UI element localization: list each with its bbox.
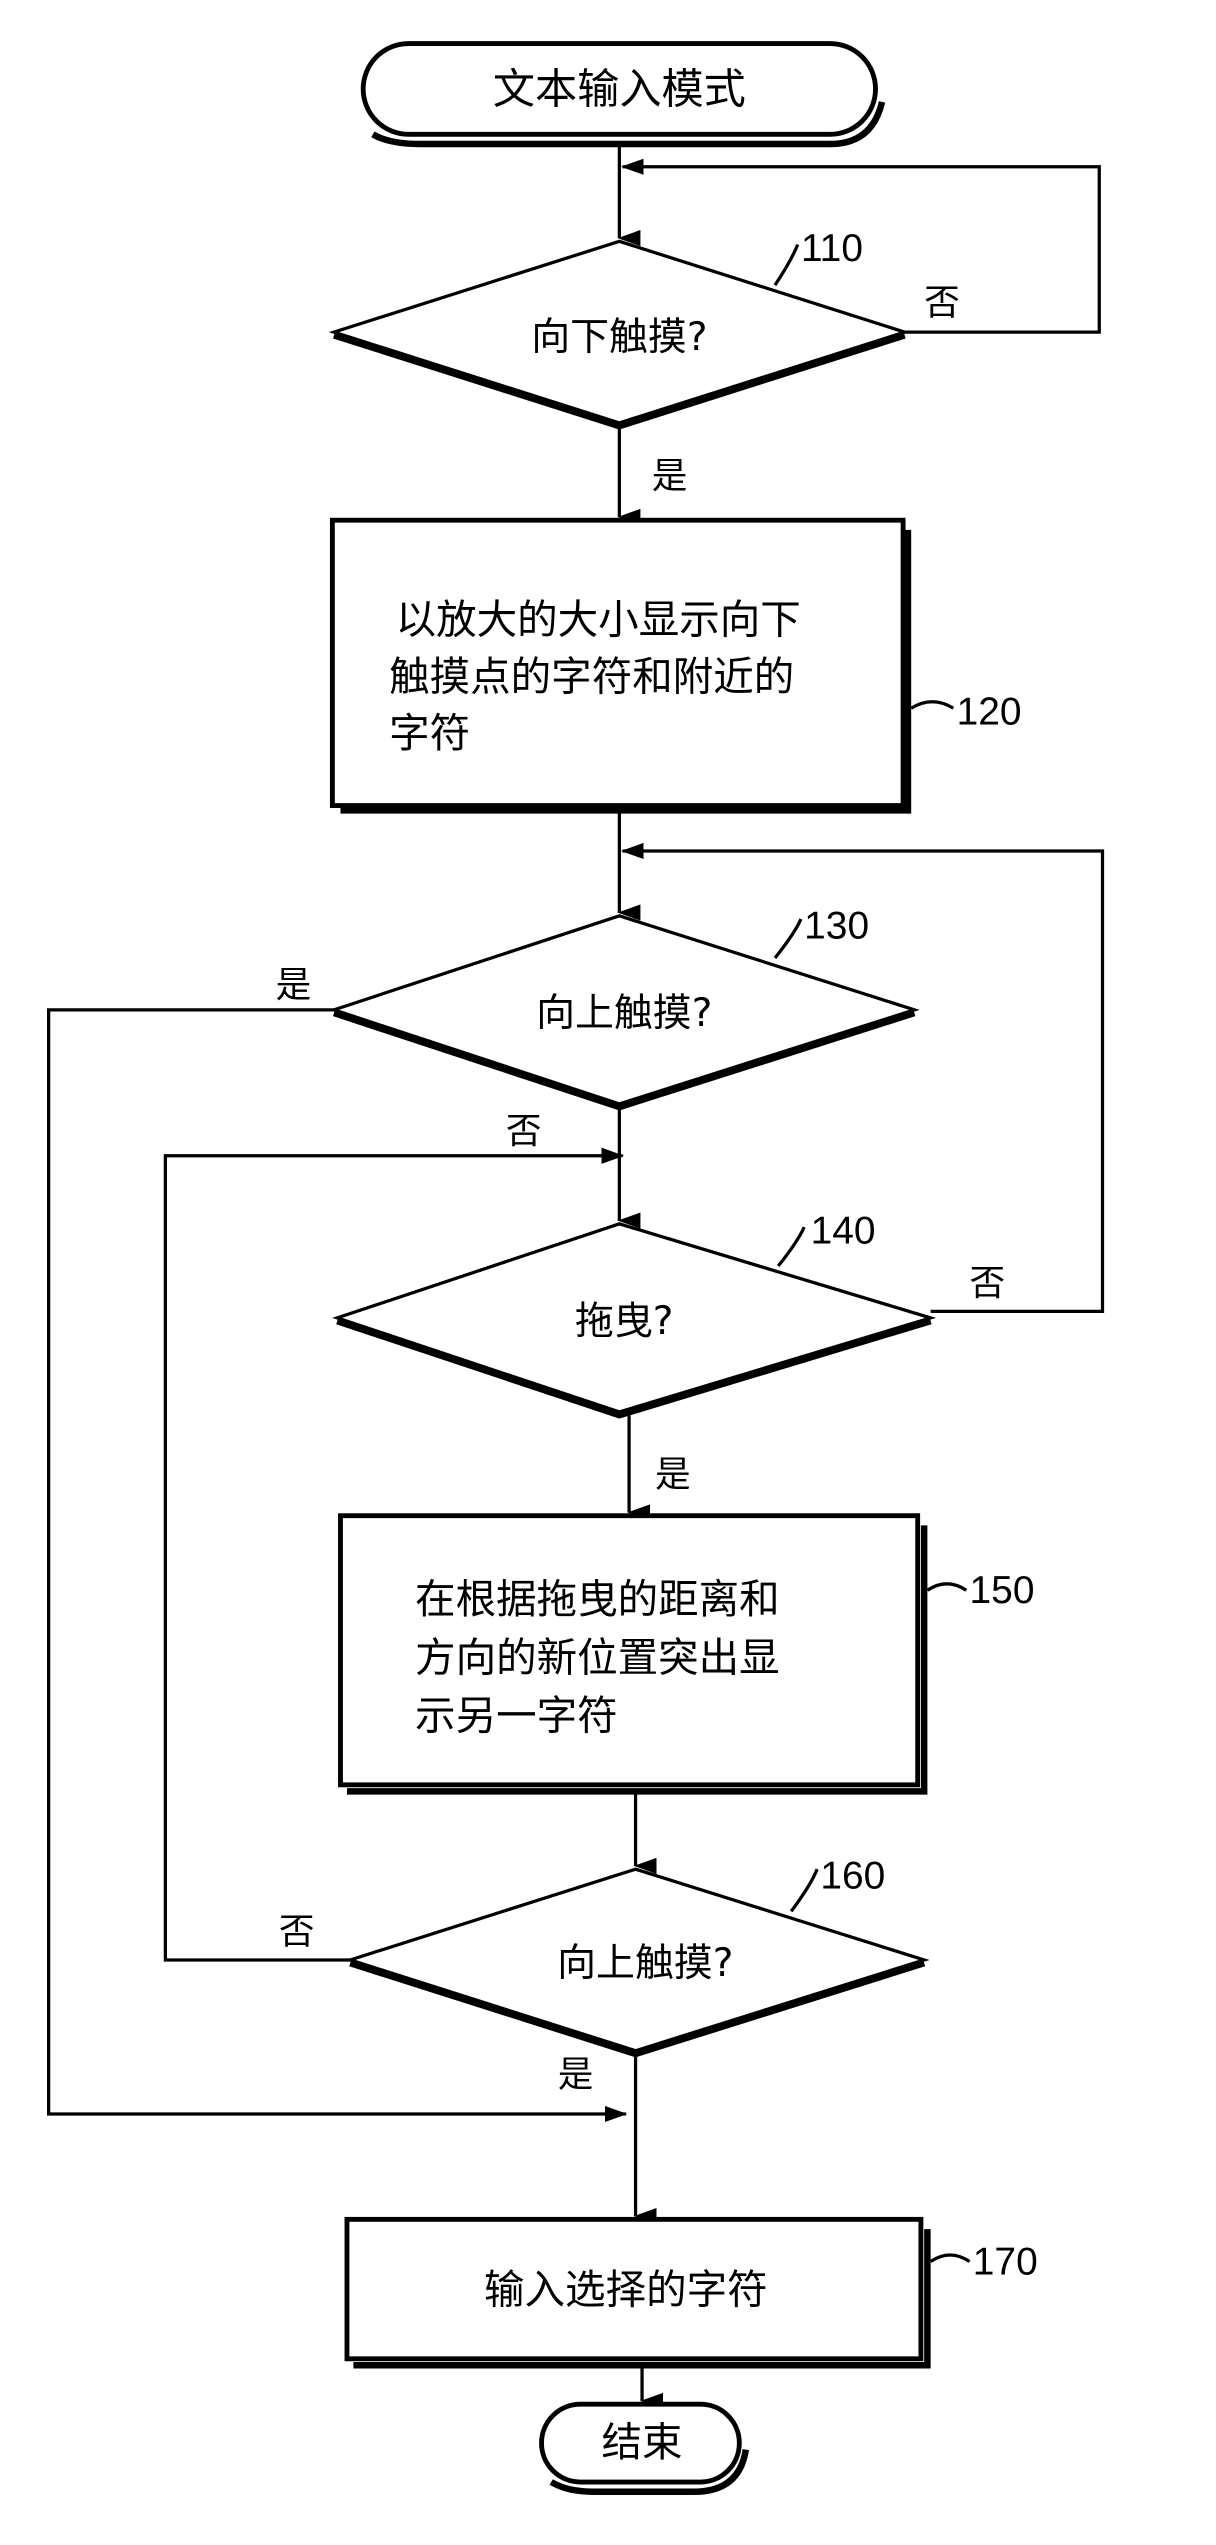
label-140-no: 否 [970, 1263, 1006, 1304]
decision-140-label: 拖曳? [575, 1299, 673, 1344]
ref-140-leader [778, 1227, 804, 1266]
end-label: 结束 [602, 2418, 683, 2466]
label-140-yes: 是 [655, 1455, 691, 1496]
decision-110-label: 向下触摸? [531, 315, 707, 360]
ref-170-leader [931, 2255, 970, 2261]
ref-130-leader [775, 919, 801, 958]
process-120-line-2: 触摸点的字符和附近的 [389, 652, 794, 700]
ref-120-leader [911, 702, 953, 708]
label-130-no: 否 [506, 1111, 542, 1152]
process-120-line-1: 以放大的大小显示向下 [396, 596, 801, 644]
decision-130-label: 向上触摸? [536, 991, 712, 1036]
label-160-no: 否 [279, 1912, 315, 1953]
process-170-label: 输入选择的字符 [484, 2266, 768, 2314]
label-110-no: 否 [924, 282, 960, 323]
ref-140: 140 [811, 1209, 876, 1252]
ref-130: 130 [804, 905, 869, 948]
ref-170: 170 [973, 2240, 1038, 2283]
label-130-yes: 是 [276, 965, 312, 1006]
ref-150-leader [927, 1584, 966, 1590]
process-150-line-2: 方向的新位置突出显 [415, 1633, 780, 1681]
process-150-line-3: 示另一字符 [415, 1692, 618, 1740]
ref-150: 150 [970, 1569, 1035, 1612]
process-150-line-1: 在根据拖曳的距离和 [415, 1575, 780, 1623]
ref-160-leader [791, 1869, 817, 1911]
ref-120: 120 [957, 690, 1022, 733]
label-110-yes: 是 [652, 456, 688, 497]
start-label: 文本输入模式 [493, 65, 746, 114]
ref-110: 110 [801, 227, 863, 270]
process-120-line-3: 字符 [389, 709, 470, 757]
decision-160-label: 向上触摸? [557, 1941, 733, 1986]
label-160-yes: 是 [558, 2054, 594, 2095]
ref-160: 160 [820, 1855, 885, 1898]
ref-110-leader [775, 245, 798, 286]
